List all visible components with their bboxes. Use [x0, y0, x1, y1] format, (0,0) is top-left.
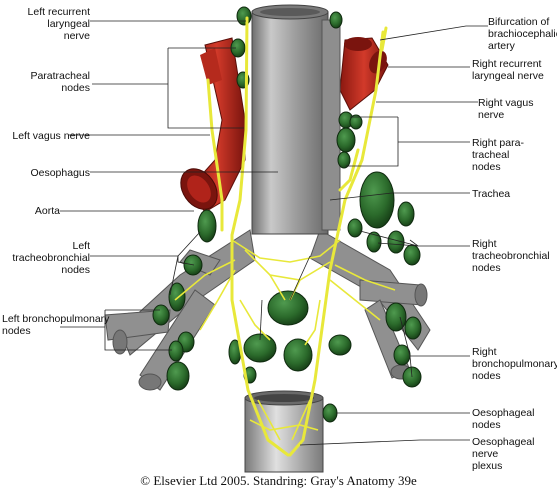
label-right-recurrent-laryngeal-nerve: Right recurrent laryngeal nerve: [472, 58, 544, 82]
label-aorta: Aorta: [34, 205, 60, 217]
label-paratracheal-nodes: Paratracheal nodes: [30, 70, 90, 94]
aorta: [180, 37, 246, 213]
label-oesophageal-nerve-plexus: Oesophageal nerve plexus: [472, 436, 535, 472]
label-left-tracheobronchial-nodes: Left tracheobronchial nodes: [12, 240, 90, 276]
trachea: [251, 4, 341, 235]
label-right-bronchopulmonary-nodes: Right bronchopulmonary nodes: [472, 346, 557, 382]
label-oesophagus: Oesophagus: [30, 167, 90, 179]
nerve-plexus: [174, 239, 396, 441]
label-bifurcation-brachiocephalic-artery: Bifurcation of brachiocephalic artery: [488, 16, 557, 52]
label-left-bronchopulmonary-nodes: Left bronchopulmonary nodes: [2, 313, 110, 337]
copyright-credit: © Elsevier Ltd 2005. Standring: Gray's A…: [140, 473, 417, 488]
label-trachea: Trachea: [472, 188, 511, 200]
label-left-vagus-nerve: Left vagus nerve: [12, 130, 90, 142]
label-right-paratracheal-nodes: Right para-tracheal nodes: [472, 137, 524, 173]
label-right-tracheobronchial-nodes: Right tracheobronchial nodes: [472, 238, 550, 274]
leader-lines: [60, 20, 488, 446]
brachiocephalic-artery: [339, 37, 389, 111]
nerves: [206, 16, 388, 457]
label-oesophageal-nodes: Oesophageal nodes: [472, 407, 535, 431]
lymph-nodes: [152, 6, 422, 423]
label-left-recurrent-laryngeal-nerve: Left recurrent laryngeal nerve: [27, 6, 90, 42]
label-right-vagus-nerve: Right vagus nerve: [478, 97, 534, 121]
